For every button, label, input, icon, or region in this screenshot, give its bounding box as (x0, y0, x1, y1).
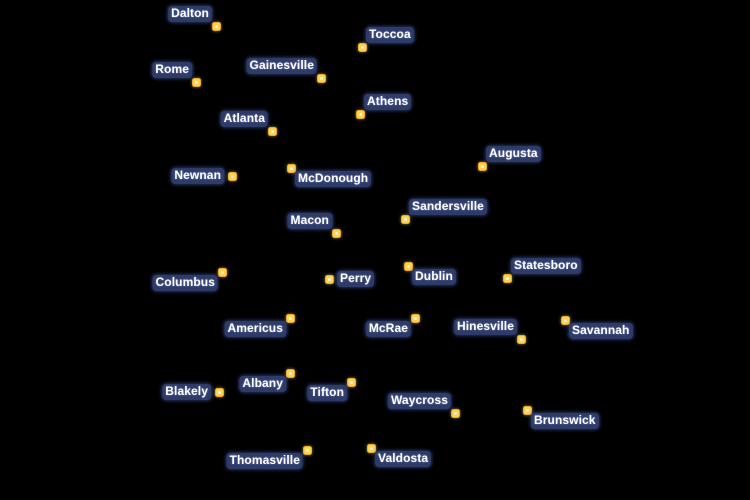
city-dot-icon[interactable] (215, 388, 223, 396)
city-dot-icon[interactable] (317, 74, 325, 82)
city-label: Sandersville (409, 199, 487, 215)
city-dot-icon[interactable] (367, 444, 375, 452)
city-label: Columbus (152, 275, 218, 291)
city-dot-icon[interactable] (325, 275, 333, 283)
city-dot-icon[interactable] (212, 22, 220, 30)
city-label: Gainesville (246, 58, 317, 74)
city-label: Toccoa (366, 27, 414, 43)
city-dot-icon[interactable] (401, 215, 409, 223)
city-label: McRae (365, 321, 411, 337)
city-label: Perry (337, 271, 375, 287)
city-dot-icon[interactable] (332, 229, 340, 237)
city-label: Albany (239, 376, 286, 392)
city-label: Statesboro (511, 258, 581, 274)
city-label: Brunswick (531, 413, 599, 429)
city-dot-icon[interactable] (228, 172, 236, 180)
city-dot-icon[interactable] (503, 274, 511, 282)
city-label: Athens (364, 94, 412, 110)
city-label: Hinesville (453, 319, 517, 335)
city-label: Newnan (171, 168, 224, 184)
city-dot-icon[interactable] (192, 78, 200, 86)
city-dot-icon[interactable] (517, 335, 525, 343)
city-dot-icon[interactable] (286, 314, 294, 322)
city-label: Thomasville (226, 453, 303, 469)
city-label: Americus (224, 321, 286, 337)
city-label: Augusta (486, 146, 541, 162)
city-label: Waycross (387, 393, 451, 409)
city-label: Dublin (412, 269, 456, 285)
city-dot-icon[interactable] (404, 262, 412, 270)
city-label: Savannah (569, 323, 633, 339)
city-dot-icon[interactable] (286, 369, 294, 377)
city-label: Dalton (168, 6, 212, 22)
city-dot-icon[interactable] (303, 446, 311, 454)
city-dot-icon[interactable] (347, 378, 355, 386)
city-label: McDonough (295, 171, 372, 187)
city-dot-icon[interactable] (287, 164, 295, 172)
city-dot-icon[interactable] (356, 110, 364, 118)
city-dot-icon[interactable] (218, 268, 226, 276)
city-dot-icon[interactable] (358, 43, 366, 51)
city-label: Atlanta (220, 111, 268, 127)
city-label: Blakely (162, 384, 211, 400)
city-label: Macon (287, 213, 332, 229)
city-dot-icon[interactable] (478, 162, 486, 170)
city-dot-icon[interactable] (561, 316, 569, 324)
city-label: Valdosta (375, 451, 432, 467)
city-dot-icon[interactable] (451, 409, 459, 417)
city-dot-icon[interactable] (268, 127, 276, 135)
city-dot-icon[interactable] (411, 314, 419, 322)
city-label: Tifton (307, 385, 347, 401)
city-dot-icon[interactable] (523, 406, 531, 414)
city-label: Rome (152, 62, 192, 78)
